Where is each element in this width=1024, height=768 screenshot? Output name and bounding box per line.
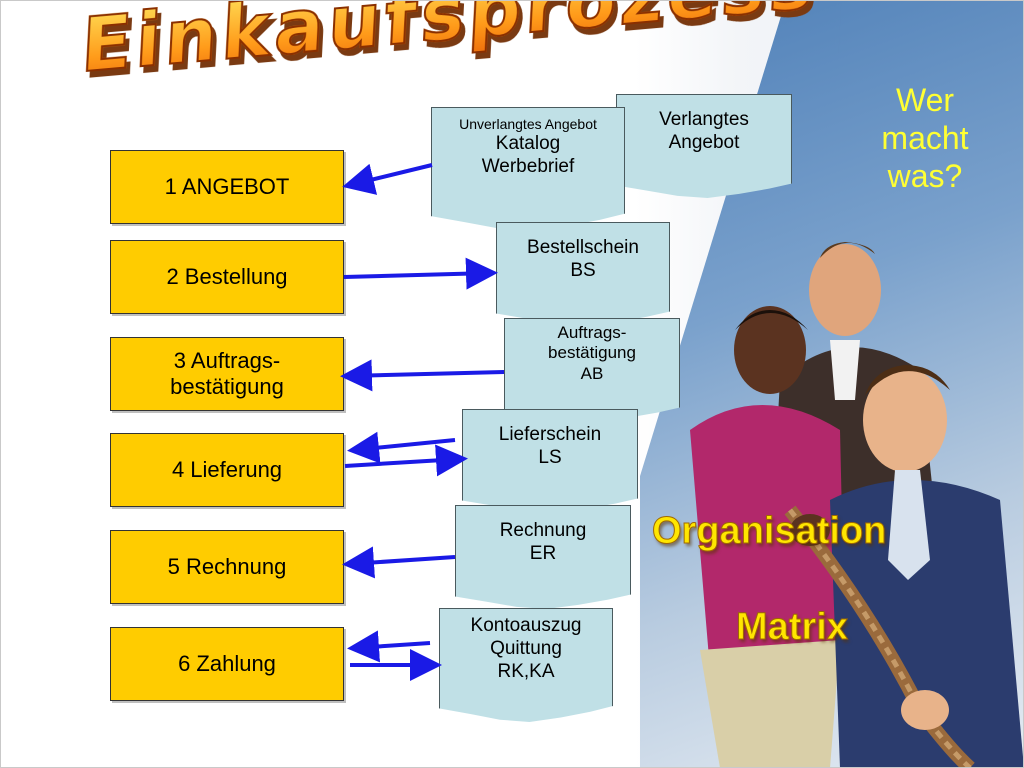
doc-line: Verlangtes [659, 109, 749, 130]
doc-line: Katalog [495, 132, 561, 154]
doc-small-line: Unverlangtes Angebot [459, 116, 597, 132]
doc-lieferschein: Lieferschein LS [462, 409, 638, 513]
doc-kontoauszug: Kontoauszug Quittung RK,KA [439, 608, 613, 722]
doc-bestellschein: Bestellschein BS [496, 222, 670, 326]
doc-line: Auftrags- [557, 323, 627, 342]
step-rechnung: 5 Rechnung [110, 530, 344, 604]
doc-line: bestätigung [548, 343, 636, 363]
arrow-icon [347, 431, 456, 464]
step-angebot: 1 ANGEBOT [110, 150, 344, 224]
step-bestellung: 2 Bestellung [110, 240, 344, 314]
step-auftragsbestaetigung: 3 Auftrags- bestätigung [110, 337, 344, 411]
doc-line: Lieferschein [498, 424, 602, 445]
doc-line: AB [580, 363, 604, 383]
people-photo-illustration [690, 242, 1024, 768]
step-zahlung: 6 Zahlung [110, 627, 344, 701]
doc-line: ER [529, 542, 557, 564]
doc-line: Quittung [490, 637, 562, 659]
arrow-icon [340, 359, 505, 392]
side-organisation: Organisation [652, 510, 887, 553]
doc-line: LS [538, 446, 562, 468]
arrow-icon [347, 630, 431, 663]
doc-verlangtes-angebot: Verlangtes Angebot [616, 94, 792, 198]
doc-rechnung: Rechnung ER [455, 505, 631, 609]
doc-line: BS [570, 259, 596, 281]
doc-unverlangtes-angebot: Unverlangtes Angebot Katalog Werbebrief [431, 107, 625, 231]
doc-line: Werbebrief [481, 155, 575, 177]
doc-line: Angebot [668, 131, 740, 153]
step-lieferung: 4 Lieferung [110, 433, 344, 507]
doc-line: Bestellschein [527, 237, 639, 258]
arrow-icon [344, 444, 468, 477]
arrow-icon [342, 546, 456, 579]
doc-auftragsbestaetigung: Auftrags- bestätigung AB [504, 318, 680, 422]
arrow-icon [343, 257, 498, 290]
doc-line: Rechnung [499, 520, 587, 541]
doc-line: RK,KA [497, 660, 555, 682]
side-matrix: Matrix [736, 606, 849, 649]
arrow-icon [342, 163, 433, 195]
doc-line: Kontoauszug [470, 615, 582, 636]
side-question: Wer macht was? [881, 82, 969, 194]
